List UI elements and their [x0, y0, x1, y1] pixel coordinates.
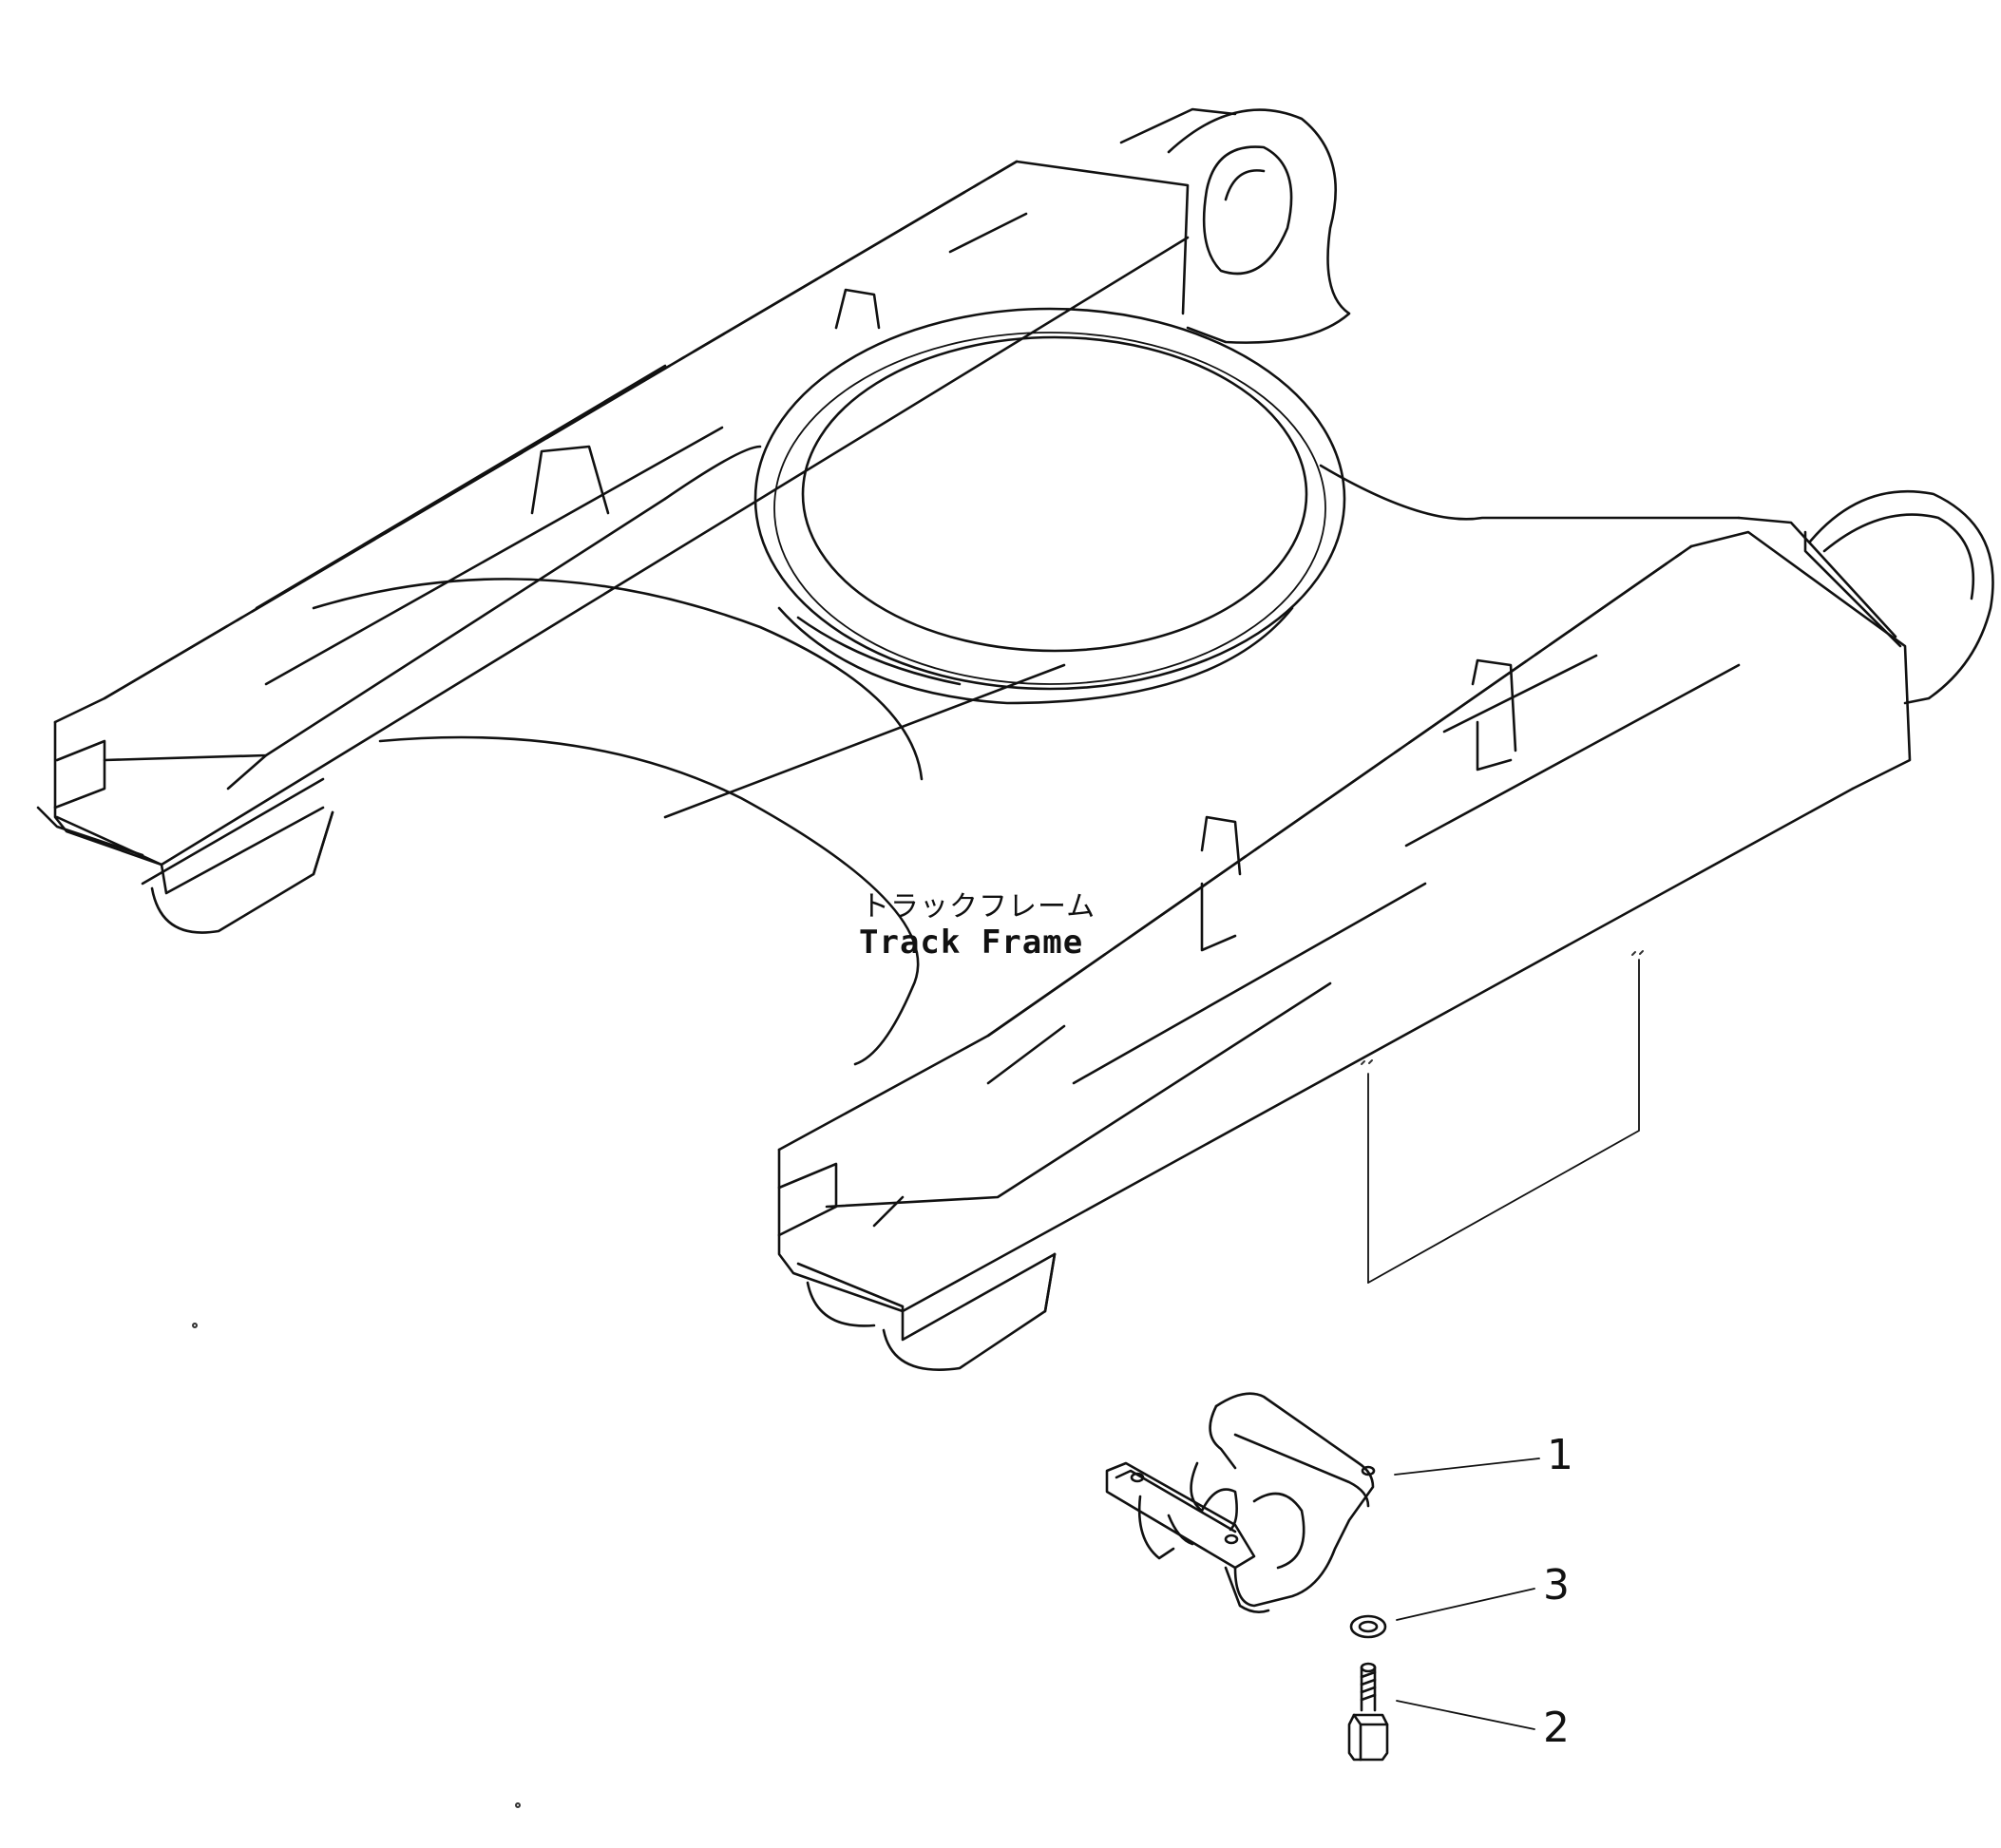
track-frame-label-en: Track Frame — [859, 924, 1084, 962]
callout-3: 3 — [1543, 1561, 1570, 1610]
callout-1: 1 — [1547, 1431, 1573, 1479]
track-frame-label-jp: トラックフレーム — [861, 890, 1096, 924]
swing-circle-inner — [801, 335, 1308, 653]
track-frame-left-arm — [53, 160, 1190, 724]
callout-3-leader — [1396, 1588, 1535, 1621]
washer-part — [1349, 1614, 1387, 1639]
callout-1-leader — [1394, 1457, 1540, 1476]
bolt-part — [1347, 1662, 1389, 1762]
track-frame — [36, 107, 1994, 1371]
track-frame-right-end-clevis — [1808, 489, 1994, 705]
track-frame-left-end-clevis — [1167, 108, 1351, 344]
swing-circle-outer — [753, 307, 1346, 691]
track-frame-right-arm — [777, 530, 1912, 1152]
callout-2: 2 — [1543, 1704, 1570, 1752]
bracket-part — [1105, 1392, 1376, 1613]
callout-2-leader — [1396, 1700, 1535, 1730]
